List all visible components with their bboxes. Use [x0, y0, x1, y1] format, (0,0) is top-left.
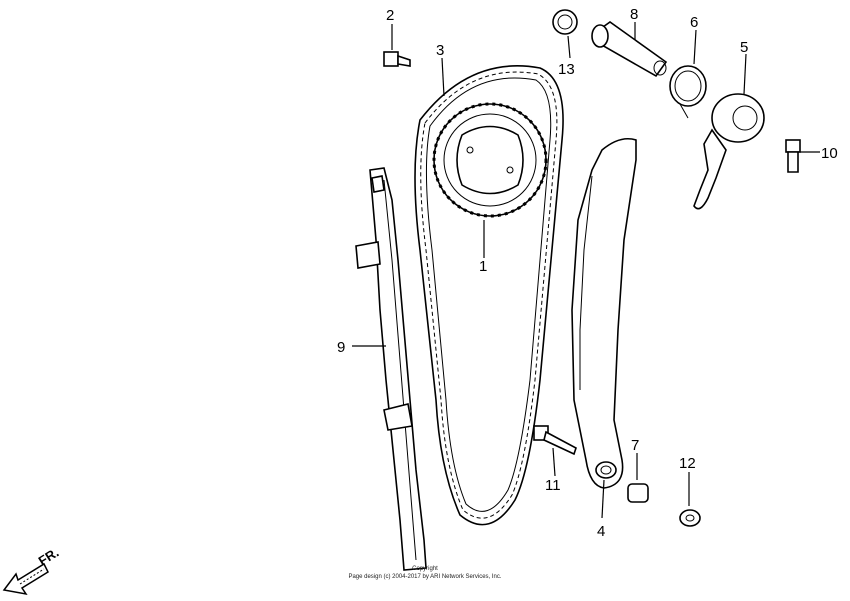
tensioner-arm-part-5[interactable] — [693, 93, 765, 210]
callout-12: 12 — [679, 455, 696, 472]
copyright-line-2: Page design (c) 2004-2017 by ARI Network… — [348, 574, 501, 580]
callout-4: 4 — [597, 523, 605, 540]
washer-part-12[interactable] — [679, 509, 701, 527]
callout-3: 3 — [436, 42, 444, 59]
tensioner-shaft-part-8[interactable] — [591, 21, 668, 78]
leader-lines — [352, 22, 820, 519]
callout-7: 7 — [631, 437, 639, 454]
front-arrow-icon — [2, 562, 49, 596]
callout-9: 9 — [337, 339, 345, 356]
collar-part-7[interactable] — [627, 483, 649, 503]
callout-10: 10 — [821, 145, 838, 162]
spring-part-6[interactable] — [669, 65, 707, 119]
copyright-line-1: Copyright — [412, 566, 438, 572]
bolt-part-2[interactable] — [383, 51, 411, 67]
callout-11: 11 — [545, 477, 561, 494]
callout-1: 1 — [479, 258, 487, 275]
callout-labels: 1 2 3 4 5 6 7 8 9 10 11 12 13 — [337, 6, 838, 540]
front-direction-indicator: FR. — [2, 545, 62, 596]
callout-2: 2 — [386, 7, 394, 24]
washer-part-13[interactable] — [552, 9, 578, 35]
callout-5: 5 — [740, 39, 748, 56]
callout-13: 13 — [558, 61, 575, 78]
front-label: FR. — [36, 545, 62, 569]
callout-8: 8 — [630, 6, 638, 23]
callout-6: 6 — [690, 14, 698, 31]
cam-sprocket-part-1[interactable] — [432, 102, 548, 218]
flange-bolt-part-10[interactable] — [785, 139, 801, 173]
pivot-bolt-part-11[interactable] — [533, 425, 577, 456]
chain-guide-part-9[interactable] — [355, 167, 427, 571]
copyright-notice: Copyright Page design (c) 2004-2017 by A… — [348, 566, 501, 580]
tensioner-slider-part-4[interactable] — [571, 137, 637, 489]
